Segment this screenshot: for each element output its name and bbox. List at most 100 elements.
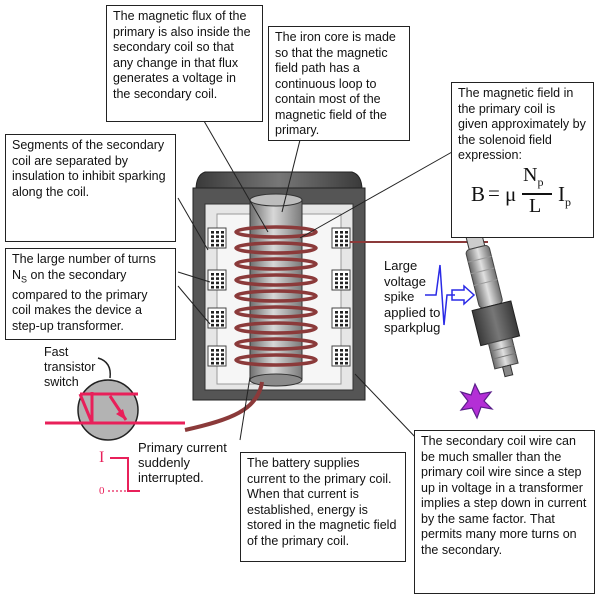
winding-dot [345,243,348,247]
field-annotation: The magnetic field in the primary coil i… [451,82,594,238]
winding-dot [345,231,348,234]
coil-turn [234,353,318,367]
coil-turn [234,241,318,255]
winding-dot [221,323,224,327]
winding-dot [335,315,338,318]
winding-dot [345,235,348,238]
winding-dot [335,231,338,234]
winding-dot [345,273,348,276]
coil-turn [234,273,318,287]
formula-l: L [529,195,542,217]
winding-dot [216,353,219,356]
winding-dot [340,231,343,234]
winding-dot [211,281,214,285]
winding-dot [211,357,214,361]
winding-dot [221,357,224,361]
coil-turn [234,289,318,303]
secondary-coil-segments [207,227,351,367]
winding-dot [345,361,348,365]
iron-core-annotation: The iron core is made so that the magnet… [268,26,410,141]
winding-dot [211,311,214,314]
winding-dot [345,277,348,280]
winding-dot [345,319,348,323]
formula-b: B [471,182,486,206]
transistor-switch-icon [45,357,185,441]
winding-dot [340,349,343,352]
coil-turn [234,321,318,335]
winding-dot [335,323,338,327]
winding-dot [221,281,224,285]
solenoid-formula: B = μ Np L Ip [471,164,589,224]
winding-dot [340,353,343,356]
coil-turn [234,337,318,351]
formula-n-sub: p [537,175,544,189]
winding-dot [221,319,224,323]
winding-dot [221,353,224,356]
winding-dot [216,311,219,314]
winding-dot [345,349,348,352]
winding-dot [340,235,343,238]
winding-dot [216,239,219,243]
winding-dot [221,231,224,234]
turns-text-start: The large number of turns N [12,252,156,282]
turns-subscript: S [21,274,28,284]
primary-coil-windings [234,225,318,367]
winding-dot [335,357,338,361]
winding-dot [345,323,348,327]
winding-dot [345,281,348,285]
zero-label: 0 [99,485,105,497]
winding-dot [335,281,338,285]
winding-dot [340,239,343,243]
winding-dot [345,285,348,289]
primary-lead-wire [184,381,264,432]
winding-dot [335,349,338,352]
winding-dot [216,243,219,247]
winding-dot [216,315,219,318]
formula-i: I [558,182,565,206]
winding-dot [211,349,214,352]
winding-dot [340,357,343,361]
field-annotation-text: The magnetic field in the primary coil i… [458,86,586,162]
formula-mu: μ [505,182,517,206]
winding-dot [221,311,224,314]
arrow-right-icon [451,284,476,306]
winding-dot [211,361,214,365]
winding-dot [335,235,338,238]
winding-dot [340,323,343,327]
winding-dot [221,273,224,276]
winding-dot [216,235,219,238]
winding-dot [216,357,219,361]
winding-dot [221,243,224,247]
winding-dot [216,281,219,285]
winding-dot [211,353,214,356]
winding-dot [221,361,224,365]
winding-dot [211,319,214,323]
winding-dot [345,239,348,243]
winding-dot [211,315,214,318]
battery-annotation: The battery supplies current to the prim… [240,452,406,562]
winding-dot [221,285,224,289]
winding-dot [216,273,219,276]
winding-dot [211,285,214,289]
winding-dot [335,311,338,314]
coil-turn [234,305,318,319]
winding-dot [335,361,338,365]
winding-dot [340,277,343,280]
formula-i-sub: p [565,195,571,210]
winding-dot [340,285,343,289]
winding-dot [216,361,219,365]
winding-dot [340,315,343,318]
fraction-bar [522,193,552,195]
winding-dot [211,235,214,238]
winding-dot [216,349,219,352]
winding-dot [345,315,348,318]
winding-dot [211,323,214,327]
winding-dot [335,277,338,280]
winding-dot [340,273,343,276]
turns-text-end: on the secondary compared to the primary… [12,267,148,333]
spark-icon [459,382,494,420]
formula-n: N [523,164,538,186]
winding-dot [216,231,219,234]
